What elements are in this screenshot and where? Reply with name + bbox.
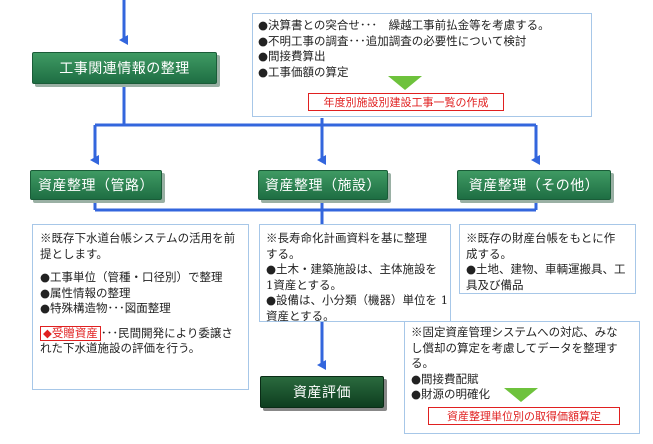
kanro-node-label: 資産整理（管路） [38,178,154,194]
top-note-output: 年度別施設別建設工事一覧の作成 [308,93,504,111]
top-note-triangle-icon [388,76,422,90]
shisetsu-note-line: 1資産とする。 [266,277,342,292]
shisetsu-note-line: ●設備は、小分類（機器）単位を 1 [266,293,449,307]
shisetsu-note-line: ※長寿命化計画資料を基に整理 [266,231,427,245]
top-note-line: ●決算書との突合せ･･･ 繰越工事前払金等を考慮する。 [258,18,550,32]
top-note-line: ●間接費算出 [258,49,326,63]
top-note-output-label: 年度別施設別建設工事一覧の作成 [323,96,489,109]
sonota-node: 資産整理（その他） [457,170,611,200]
kanro-note-line: ●工事単位（管種・口径別）で整理 [40,270,223,284]
hyoka-node-label: 資産評価 [293,385,351,401]
kanro-note-line: ●属性情報の整理 [40,285,131,300]
sonota-note-line: 成する。 [466,246,512,261]
donation-line: ◆受贈資産･･･民間開発により委譲さ [40,325,248,342]
shisetsu-note-line: ●土木・建築施設は、主体施設を [266,262,438,276]
hyoka-note-line: ※固定資産管理システムへの対応、みな [411,325,618,339]
kanro-note-line: ※既存下水道台帳システムの活用を前 [40,231,236,245]
kanro-note-box: ※既存下水道台帳システムの活用を前 提とします。 ●工事単位（管種・口径別）で整… [32,224,249,390]
sonota-node-label: 資産整理（その他） [468,178,600,194]
shisetsu-node: 資産整理（施設） [258,170,388,200]
sonota-note-box: ※既存の財産台帳をもとに作 成する。 ●土地、建物、車輌運搬具、工 具及び備品 [459,224,636,294]
hyoka-note-output: 資産整理単位別の取得価額算定 [428,407,620,425]
hyoka-node: 資産評価 [260,376,384,408]
top-note-line: ●工事価額の算定 [258,64,349,79]
hyoka-note-line: ●間接費配賦 [411,371,479,386]
hyoka-note-line: る。 [411,356,434,370]
sonota-note-line: ●土地、建物、車輌運搬具、工 [466,262,626,276]
donation-text-1: ･･･民間開発により委譲さ [100,325,233,340]
kanro-note-line [40,262,248,270]
shisetsu-node-label: 資産整理（施設） [265,178,381,194]
kanro-note-line: 提とします。 [40,246,108,261]
top-note-line: ●不明工事の調査･･･追加調査の必要性について検討 [258,33,527,48]
info-node: 工事関連情報の整理 [32,52,217,84]
hyoka-note-line: し償却の算定を考慮してデータを整理す [411,340,618,355]
shisetsu-note-line: する。 [266,246,301,261]
sonota-note-line: 具及び備品 [466,277,524,292]
sonota-note-line: ※既存の財産台帳をもとに作 [466,231,616,245]
donation-text-2: れた下水道施設の評価を行う。 [40,341,201,355]
hyoka-note-output-label: 資産整理単位別の取得価額算定 [447,410,601,423]
shisetsu-note-box: ※長寿命化計画資料を基に整理 する。 ●土木・建築施設は、主体施設を 1資産とす… [259,224,451,323]
donation-label: ◆受贈資産 [40,325,101,341]
kanro-node: 資産整理（管路） [30,170,162,200]
info-node-label: 工事関連情報の整理 [59,61,190,77]
hyoka-note-line: ●財源の明確化 [411,387,491,401]
shisetsu-note-line: 資産とする。 [266,308,335,323]
kanro-note-line: ●特殊構造物･･･図面整理 [40,301,171,315]
hyoka-note-triangle-icon [504,388,538,402]
